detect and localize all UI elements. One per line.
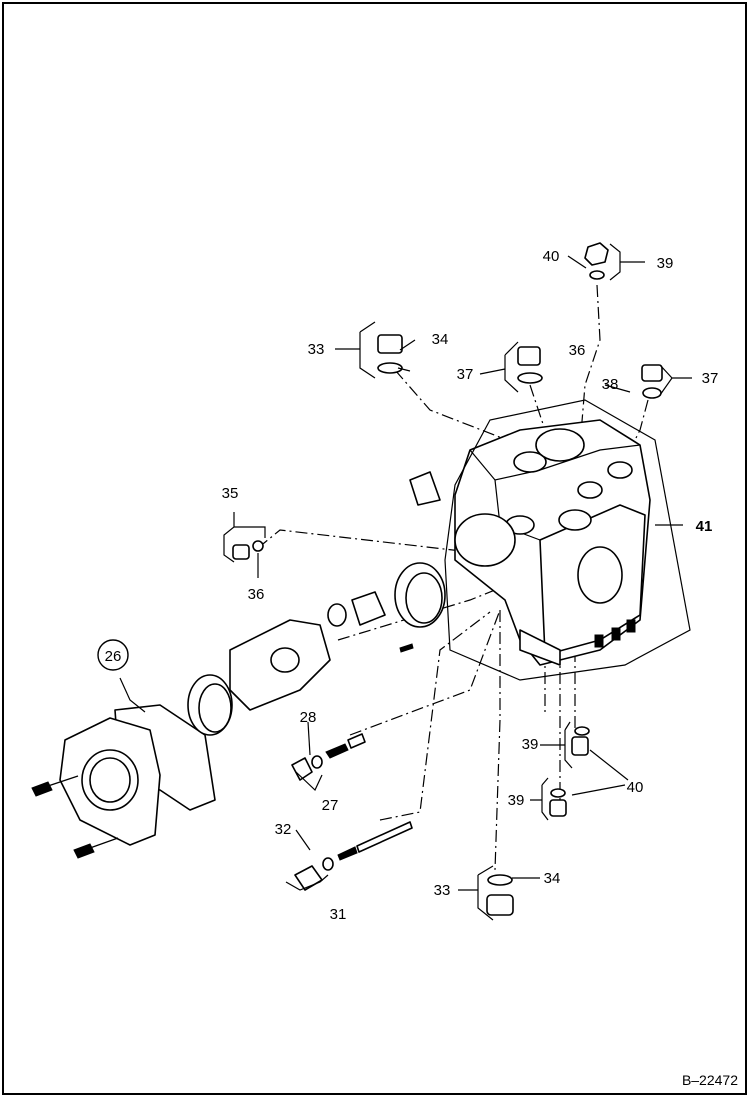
needle-bearing xyxy=(394,562,446,628)
figure-reference: B–22472 xyxy=(682,1072,738,1088)
swash-plate xyxy=(229,619,331,711)
plug-37-mid xyxy=(517,346,543,384)
flange-bolts xyxy=(31,775,119,859)
callout-41: 41 xyxy=(696,518,713,535)
callout-37-right: 37 xyxy=(702,370,719,387)
plug-35 xyxy=(232,540,264,560)
callout-37-mid: 37 xyxy=(457,366,474,383)
bearing-ring xyxy=(187,674,233,736)
callout-labels: 26 27 28 31 32 33 34 33 34 35 36 37 36 3… xyxy=(97,248,719,923)
end-cover-flange xyxy=(59,704,216,846)
callout-39-b: 39 xyxy=(508,792,525,809)
plug-33-bottom xyxy=(486,874,514,916)
plug-27 xyxy=(291,733,366,781)
callout-34-top: 34 xyxy=(432,331,449,348)
callout-40-top: 40 xyxy=(543,248,560,265)
callout-38: 38 xyxy=(602,376,619,393)
callout-39-top: 39 xyxy=(657,255,674,272)
callout-33-top: 33 xyxy=(308,341,325,358)
plug-37-right xyxy=(641,364,663,399)
callout-39-a: 39 xyxy=(522,736,539,753)
callout-33-bottom: 33 xyxy=(434,882,451,899)
callout-28: 28 xyxy=(300,709,317,726)
shaft-bushing xyxy=(327,591,386,627)
callout-26-circle xyxy=(97,639,129,671)
callout-36: 36 xyxy=(248,586,265,603)
callout-32: 32 xyxy=(275,821,292,838)
plug-39-lower-a xyxy=(571,726,590,756)
callout-35: 35 xyxy=(222,485,239,502)
callout-26: 26 xyxy=(105,648,122,665)
pump-housing xyxy=(409,419,651,666)
plug-39-lower-b xyxy=(549,788,567,817)
plug-33-top xyxy=(377,334,403,374)
plug-39-top xyxy=(584,242,609,280)
callout-34-bottom: 34 xyxy=(544,870,561,887)
housing-outline xyxy=(444,399,691,681)
dowel-pin xyxy=(399,643,414,653)
callout-40-b: 40 xyxy=(627,779,644,796)
callout-36-top: 36 xyxy=(569,342,586,359)
spool-31 xyxy=(294,821,413,891)
callout-27: 27 xyxy=(322,797,339,814)
callout-31: 31 xyxy=(330,906,347,923)
callout-brackets xyxy=(119,243,692,921)
